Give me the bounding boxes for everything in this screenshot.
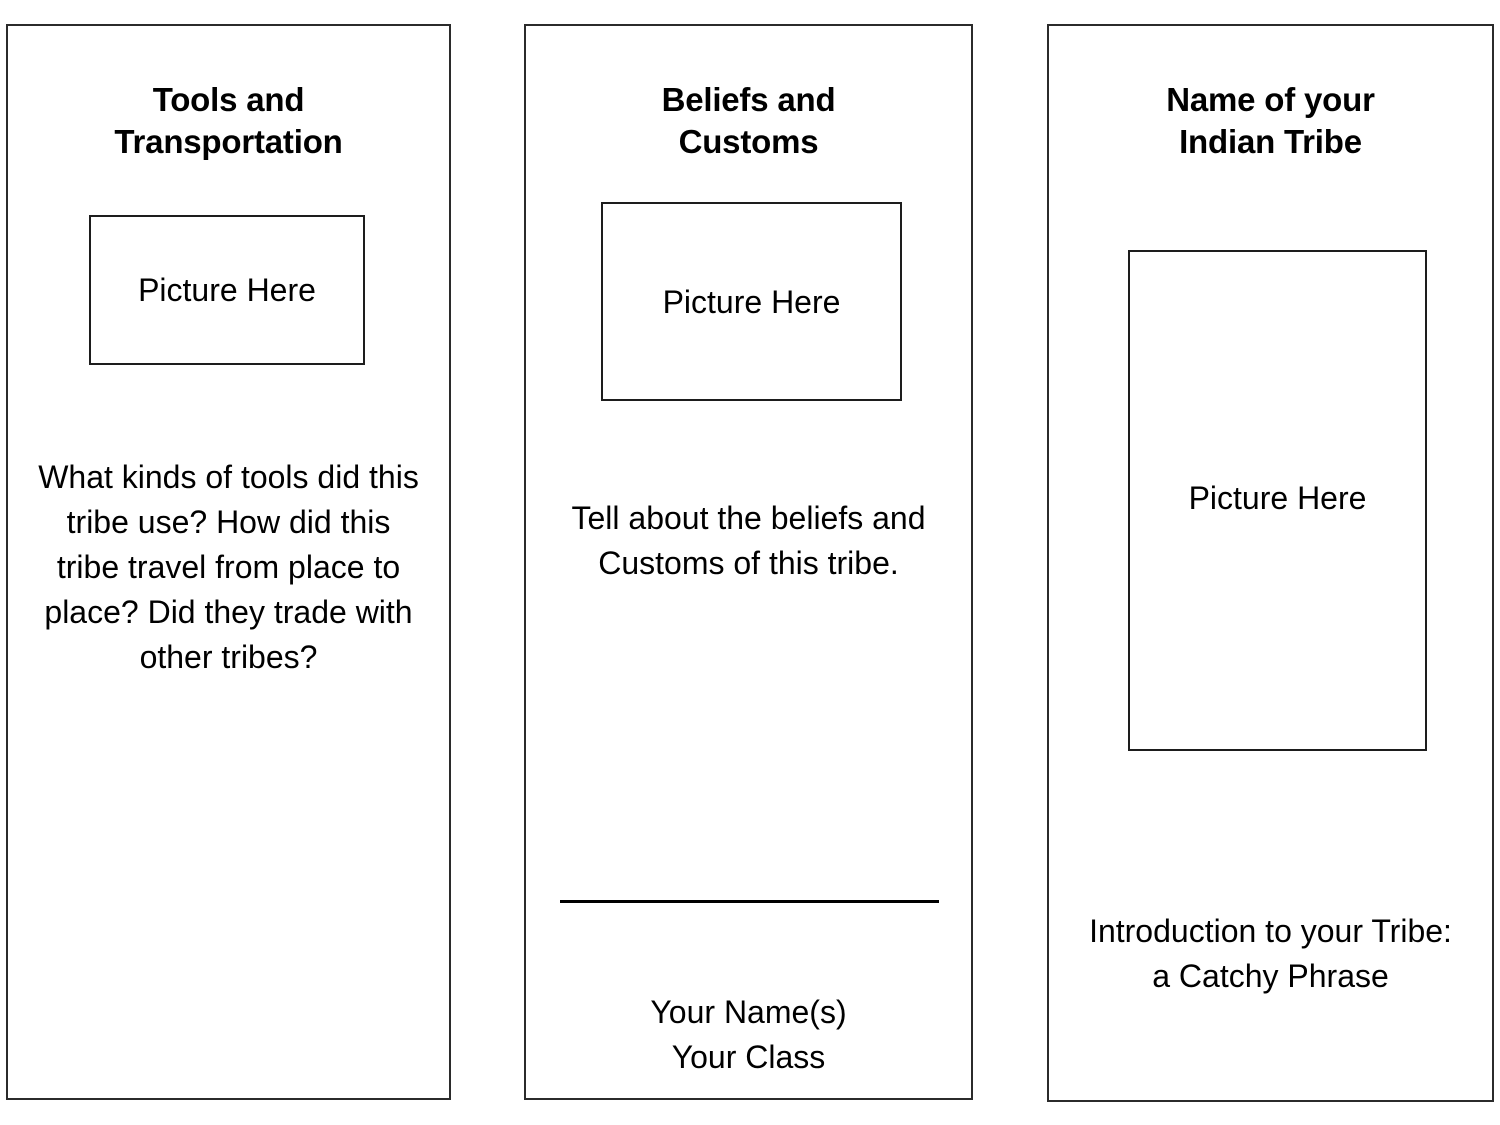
panel-title-name-of-your-indian-tribe: Name of your Indian Tribe [1166, 81, 1375, 161]
panel-title-tools-and-transportation: Tools and Transportation [114, 81, 343, 161]
panel-tools-and-transportation[interactable]: Tools and Transportation Picture Here Wh… [6, 24, 451, 1100]
panel-body-tools-and-transportation: What kinds of tools did this tribe use? … [38, 459, 419, 675]
picture-placeholder-box-beliefs[interactable]: Picture Here [601, 202, 902, 401]
picture-placeholder-box-tribe[interactable]: Picture Here [1128, 250, 1427, 751]
signature-divider-line [560, 900, 939, 903]
panel-title-beliefs-and-customs: Beliefs and Customs [661, 81, 836, 161]
picture-placeholder-label: Picture Here [662, 283, 841, 320]
panel-body-beliefs-and-customs: Tell about the beliefs and Customs of th… [571, 500, 926, 581]
panel-beliefs-and-customs[interactable]: Beliefs and Customs Picture Here Tell ab… [524, 24, 973, 1100]
panel-name-of-your-indian-tribe[interactable]: Name of your Indian Tribe Picture Here I… [1047, 24, 1494, 1102]
picture-placeholder-label: Picture Here [1188, 480, 1367, 516]
panel-body-name-of-your-indian-tribe: Introduction to your Tribe: a Catchy Phr… [1089, 913, 1452, 994]
picture-placeholder-label: Picture Here [138, 272, 316, 308]
signature-name-and-class: Your Name(s) Your Class [650, 994, 847, 1075]
picture-placeholder-box-tools[interactable]: Picture Here [89, 215, 365, 365]
